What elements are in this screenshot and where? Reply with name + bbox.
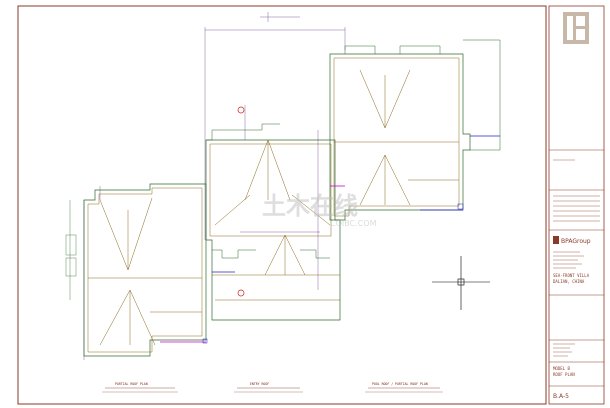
view-title-right-text: POOL ROOF / PARTIAL ROOF PLAN	[372, 382, 428, 386]
view-title-right: POOL ROOF / PARTIAL ROOF PLAN	[365, 382, 443, 393]
left-wing-hips	[88, 197, 202, 346]
title-block-notes	[553, 159, 600, 222]
middle-wing-roof	[205, 106, 341, 321]
watermark-text: 土木在线	[262, 192, 358, 220]
middle-hips	[212, 139, 340, 301]
left-wing-details	[65, 200, 77, 300]
dimension-lines	[83, 12, 346, 360]
middle-wing-outline	[205, 139, 341, 321]
view-title-left-text: PARTIAL ROOF PLAN	[115, 382, 148, 386]
left-wing-roof	[65, 183, 208, 357]
middle-upper-roof-edge	[209, 143, 332, 237]
view-title-left: PARTIAL ROOF PLAN	[102, 382, 178, 393]
project-name: SEA-FRONT VILLA	[553, 273, 590, 278]
column-marker-lower	[237, 289, 245, 297]
project-location: DALIAN, CHINA	[553, 279, 585, 284]
drain-marker-right	[457, 203, 464, 210]
right-wing-roof-edge	[333, 57, 460, 217]
left-wing-outline	[83, 183, 207, 357]
watermark: 土木在线 COIBC.COM	[262, 192, 377, 228]
middle-wall-steps	[206, 123, 330, 259]
title-block: BPAGroup SEA-FRONT VILLA DALIAN, CHINA M…	[548, 5, 605, 405]
right-wing-roof	[329, 39, 501, 221]
right-wing-hips	[334, 69, 459, 206]
firm-name: BPAGroup	[561, 238, 591, 245]
sheet-border	[17, 5, 547, 405]
firm-address-lines	[553, 251, 584, 269]
drawing-model: MODEL B	[553, 366, 570, 371]
drain-marker	[202, 338, 208, 344]
right-wing-outline	[329, 53, 471, 221]
bpa-logo: BPAGroup	[553, 236, 591, 245]
view-title-middle-text: ENTRY ROOF	[250, 382, 269, 386]
cad-crosshair-cursor	[432, 256, 490, 310]
drawing-title: ROOF PLAN	[553, 372, 575, 377]
column-marker-upper	[237, 106, 245, 114]
sheet-number: B.A-5	[553, 393, 569, 400]
revision-lines	[553, 343, 575, 357]
right-wing-wall-steps	[344, 39, 501, 151]
view-title-middle: ENTRY ROOF	[234, 382, 303, 393]
watermark-subtext: COIBC.COM	[330, 219, 377, 228]
firm-logo-mark	[563, 12, 589, 44]
left-wing-roof-edge	[87, 187, 203, 353]
